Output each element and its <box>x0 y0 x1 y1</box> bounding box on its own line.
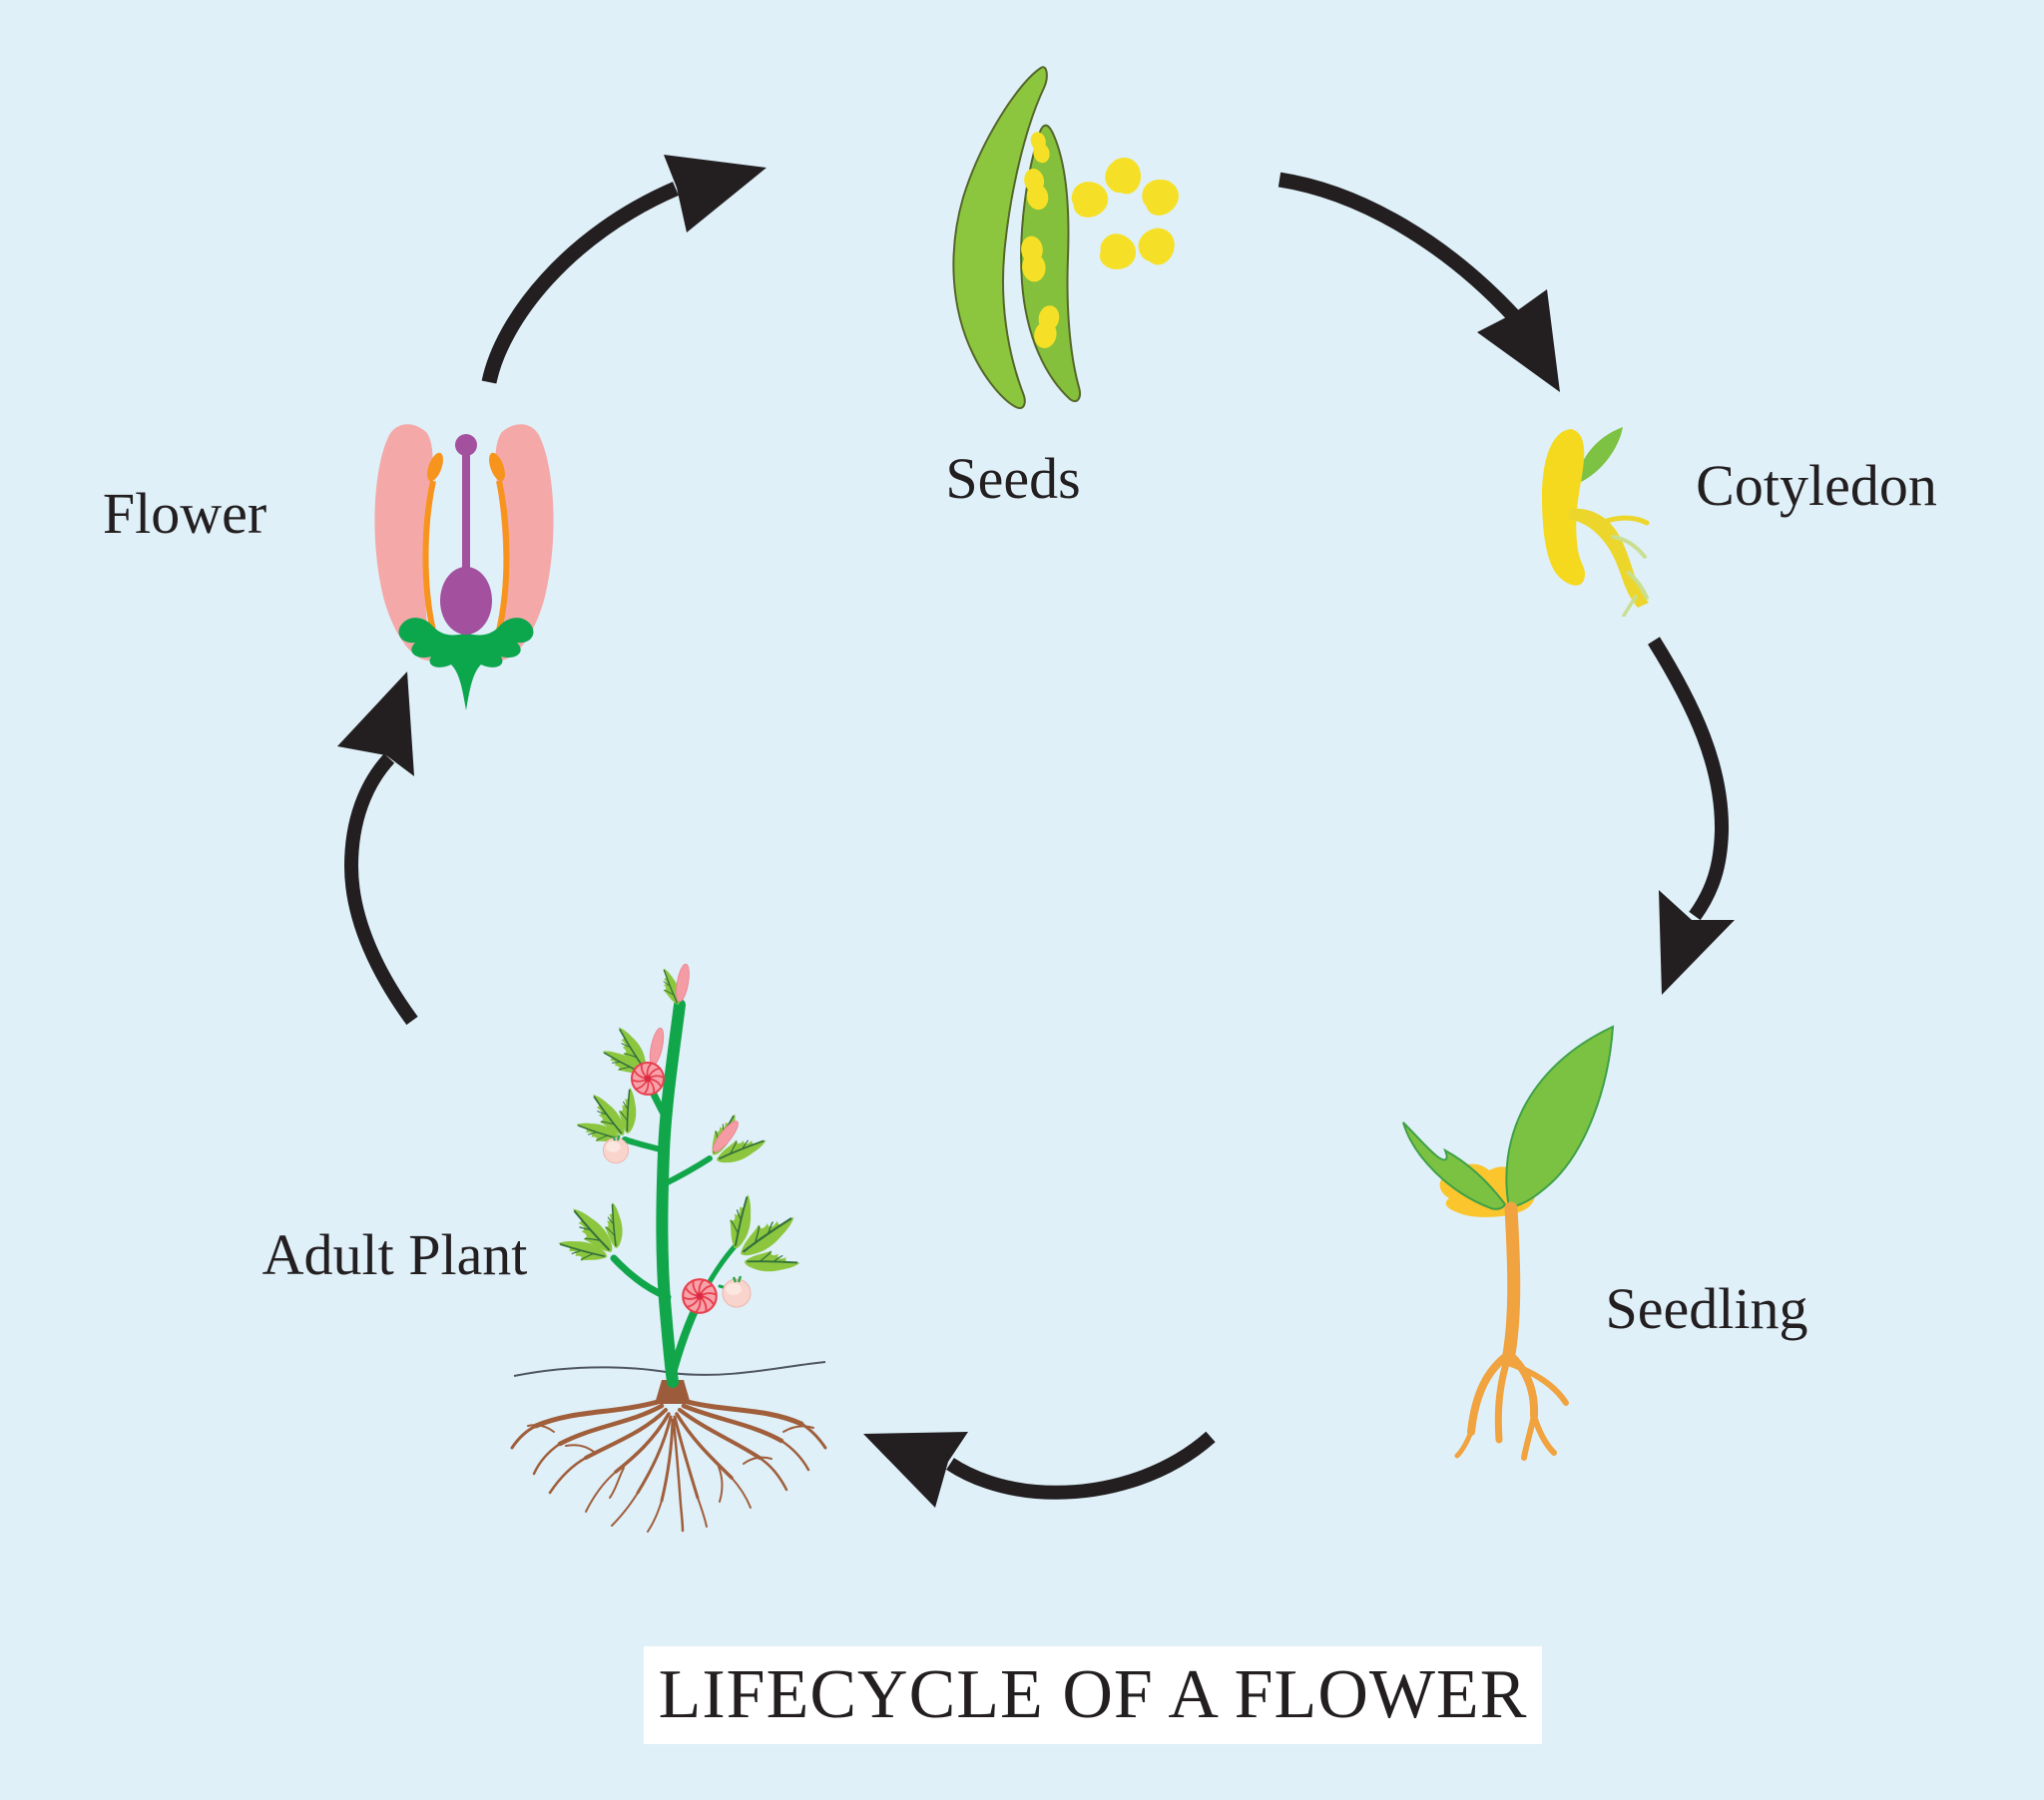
root-collar <box>655 1380 691 1404</box>
flower-label: Flower <box>102 481 267 546</box>
petal-left <box>374 424 433 662</box>
pistil-icon <box>440 434 492 635</box>
seeds-illustration <box>952 66 1185 409</box>
adult-plant-label: Adult Plant <box>261 1222 528 1287</box>
flower-illustration <box>374 424 554 710</box>
seedling-root-icon <box>1454 1201 1569 1461</box>
diagram-title: LIFECYCLE OF A FLOWER <box>658 1656 1528 1733</box>
arrow-flower-to-seeds-icon <box>481 155 766 384</box>
title-box: LIFECYCLE OF A FLOWER <box>644 1646 1542 1744</box>
sepal-base-icon <box>398 618 534 710</box>
adult-plant-illustration <box>510 962 827 1533</box>
seedling-label: Seedling <box>1605 1276 1808 1341</box>
arrow-adult-plant-to-flower-icon <box>337 672 418 1026</box>
flower-cross-section-icon <box>374 424 554 710</box>
plant-roots-icon <box>510 1399 827 1533</box>
seed-pod-icon <box>952 66 1081 409</box>
stamens-icon <box>422 452 510 632</box>
loose-seeds-icon <box>1063 152 1185 277</box>
petal-right <box>495 424 554 662</box>
seedling-illustration <box>1402 1025 1615 1461</box>
arrow-seedling-to-adult-plant-icon <box>863 1431 1216 1508</box>
cotyledon-icon <box>1542 427 1650 617</box>
arrow-cotyledon-to-seedling-icon <box>1648 637 1735 995</box>
cotyledon-illustration <box>1542 427 1650 617</box>
arrow-seeds-to-cotyledon-icon <box>1278 172 1560 392</box>
seedling-icon <box>1402 1025 1615 1461</box>
plant-stem-icon <box>610 999 742 1388</box>
seeds-label: Seeds <box>945 446 1081 511</box>
cotyledon-label: Cotyledon <box>1696 453 1937 518</box>
